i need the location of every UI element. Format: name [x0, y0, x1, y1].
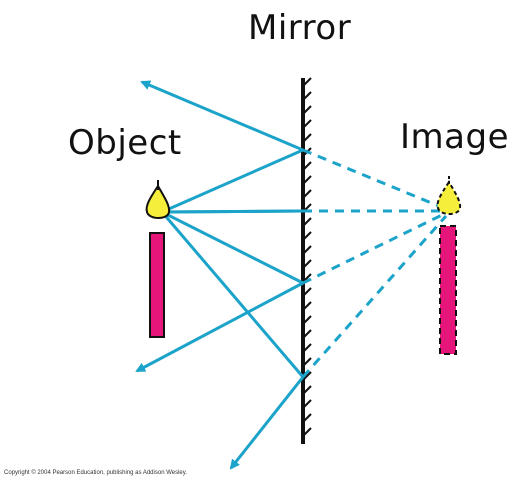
- reflected-ray-2: [162, 211, 303, 212]
- incident-rays: [162, 150, 303, 377]
- object-candle: [147, 180, 170, 337]
- virtual-rays: [303, 150, 446, 377]
- incident-ray-1: [162, 150, 303, 212]
- reflected-ray-4: [231, 377, 303, 468]
- virtual-ray-3: [303, 213, 446, 283]
- virtual-ray-4: [303, 216, 446, 377]
- incident-ray-3: [162, 212, 303, 283]
- object-candle-body: [150, 233, 164, 337]
- image-label: Image: [400, 117, 509, 157]
- object-flame-icon: [147, 186, 170, 218]
- mirror: [303, 78, 311, 444]
- object-label: Object: [68, 123, 182, 163]
- image-candle-body: [440, 226, 456, 354]
- image-candle: [438, 176, 461, 354]
- mirror-label: Mirror: [248, 8, 351, 48]
- copyright-notice: Copyright © 2004 Pearson Education, publ…: [4, 470, 187, 476]
- virtual-ray-1: [303, 150, 446, 209]
- image-flame-icon: [438, 182, 461, 214]
